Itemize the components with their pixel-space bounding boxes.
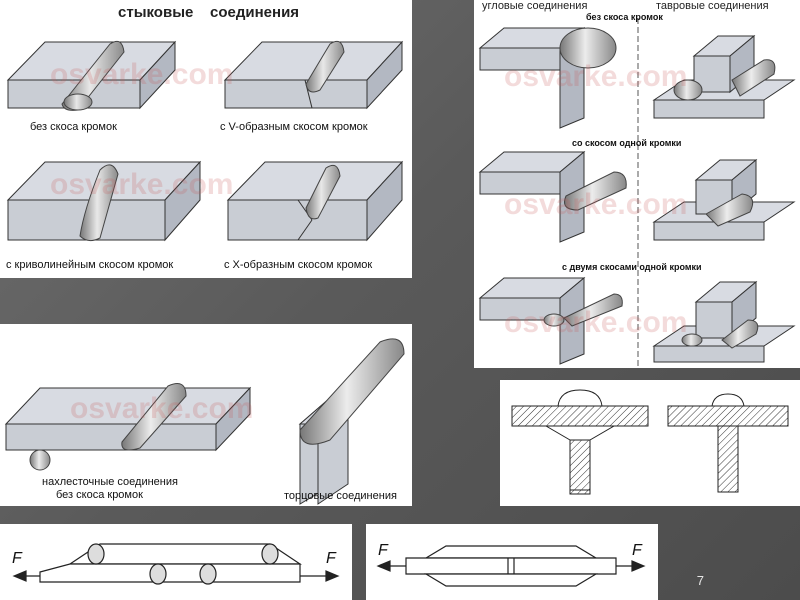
row-label-no-bevel: без скоса кромок: [586, 12, 663, 22]
label-x-bevel: с Х-образным скосом кромок: [224, 259, 373, 271]
page-number: 7: [696, 573, 704, 588]
butt-joints-illustration: [6, 40, 404, 242]
force-diagram-right: F F: [366, 524, 658, 600]
corner-tee-illustration: [478, 18, 796, 368]
label-v-bevel: с V-образным скосом кромок: [220, 121, 368, 133]
lap-force-illustration: [12, 543, 340, 585]
label-curved-bevel: с криволинейным скосом кромок: [6, 259, 174, 271]
butt-joints-panel: стыковые соединения: [0, 0, 412, 278]
lap-label-line2: без скоса кромок: [56, 489, 143, 501]
row-label-one-bevel: со скосом одной кромки: [572, 138, 682, 148]
force-label-right: F: [632, 542, 642, 559]
force-label-right: F: [326, 550, 336, 567]
tee-title: тавровые соединения: [656, 0, 769, 12]
row-label-two-bevels: с двумя скосами одной кромки: [562, 262, 702, 272]
butt-strap-force-illustration: [376, 545, 646, 587]
lap-label-line1: нахлесточные соединения: [42, 476, 178, 488]
corner-title: угловые соединения: [482, 0, 588, 12]
tee-sections-illustration: [511, 389, 789, 495]
force-label-left: F: [12, 550, 22, 567]
corner-tee-panel: угловые соединения тавровые соединения: [474, 0, 800, 368]
lap-end-illustration: [4, 338, 405, 505]
lap-end-panel: osvarke.com нахлесточные соединения без …: [0, 324, 412, 506]
force-label-left: F: [378, 542, 388, 559]
force-diagram-left: F F: [0, 524, 352, 600]
end-label: торцовые соединения: [284, 490, 397, 502]
label-no-bevel: без скоса кромок: [30, 121, 117, 133]
butt-joints-title: стыковые соединения: [118, 4, 300, 21]
tee-sections-panel: [500, 380, 800, 506]
